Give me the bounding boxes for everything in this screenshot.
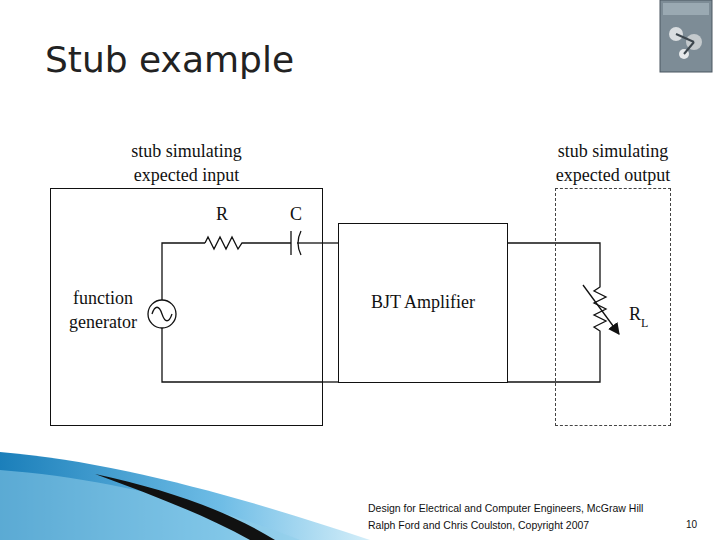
- wire: [297, 242, 323, 243]
- citation-text: Design for Electrical and Computer Engin…: [368, 501, 713, 515]
- citation-text: Ralph Ford and Chris Coulston, Copyright…: [368, 518, 713, 532]
- variable-arrow: [583, 285, 619, 334]
- capacitor-plate: [290, 231, 291, 255]
- wire-connector: [323, 242, 338, 243]
- wire-connector: [323, 381, 338, 382]
- box-heading: stub simulating expected input: [112, 139, 262, 187]
- wire: [245, 242, 291, 243]
- book-cover-band: [663, 3, 709, 15]
- function-generator-symbol: [148, 300, 176, 328]
- wire: [555, 335, 600, 382]
- wire: [162, 328, 323, 382]
- book-cover: [660, 0, 712, 72]
- symbol-label: function generator: [53, 286, 153, 334]
- decor-wedge: [95, 474, 275, 540]
- slide-title: Stub example: [45, 38, 294, 82]
- decor-swoosh: [0, 452, 370, 540]
- component-label: C: [281, 202, 311, 226]
- page-number: 10: [686, 518, 716, 532]
- wire: [162, 243, 205, 300]
- component-label: R: [207, 202, 237, 226]
- resistor-symbol: [205, 237, 245, 249]
- wire-connector: [508, 381, 555, 382]
- wire-connector: [508, 242, 555, 243]
- wire: [555, 243, 600, 283]
- box-heading: stub simulating expected output: [538, 139, 688, 187]
- decor-swoosh-light: [0, 470, 300, 540]
- sine-symbol: [152, 307, 172, 321]
- amplifier-box: BJT Amplifier: [338, 223, 508, 383]
- box-label: BJT Amplifier: [343, 290, 503, 314]
- book-cover-bond: [684, 42, 694, 54]
- book-cover-bond: [676, 34, 694, 42]
- subscript-label: L: [641, 315, 655, 331]
- stub-box-dashed: stub simulating expected output: [555, 188, 671, 426]
